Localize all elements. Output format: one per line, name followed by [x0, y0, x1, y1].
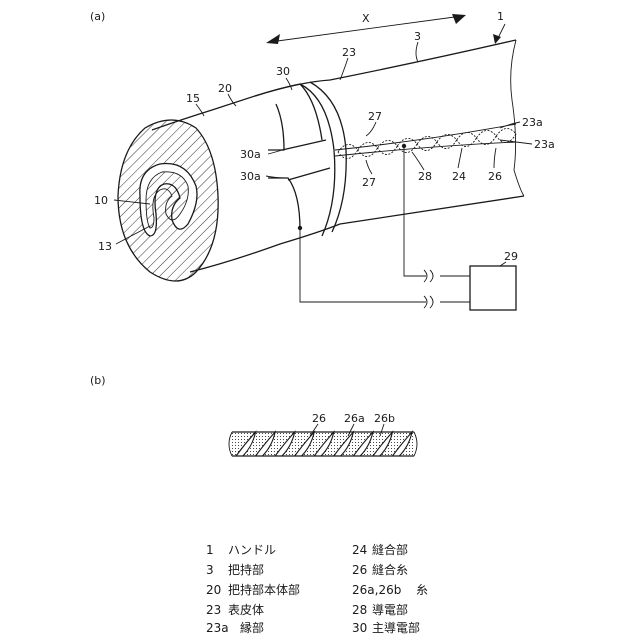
stitch-loop — [476, 130, 496, 144]
legend-num: 20 — [206, 583, 221, 597]
legend-left: 1 ハンドル 3 把持部 20 把持部本体部 23 表皮体 23a 縁部 — [206, 543, 300, 635]
label-10: 10 — [94, 194, 108, 207]
legend-num: 23 — [206, 603, 221, 617]
label-28: 28 — [418, 170, 432, 183]
label-27-bottom: 27 — [362, 176, 376, 189]
legend-right: 24 縫合部 26 縫合糸 26a,26b 糸 28 導電部 30 主導電部 — [352, 542, 428, 635]
label-23: 23 — [342, 46, 356, 59]
twisted-thread — [229, 432, 417, 456]
legend-text: 主導電部 — [372, 620, 420, 635]
legend-num: 3 — [206, 563, 214, 577]
main-conductor-30 — [255, 82, 346, 236]
legend-text: 把持部本体部 — [228, 582, 300, 597]
label-b-26a: 26a — [344, 412, 365, 425]
label-b-26: 26 — [312, 412, 326, 425]
legend-num: 24 — [352, 543, 367, 557]
label-29: 29 — [504, 250, 518, 263]
label-30: 30 — [276, 65, 290, 78]
legend-num: 30 — [352, 621, 367, 635]
legend-num: 26a,26b — [352, 583, 401, 597]
stitch-loop — [378, 140, 398, 154]
label-15: 15 — [186, 92, 200, 105]
legend-num: 1 — [206, 543, 214, 557]
legend-num: 28 — [352, 603, 367, 617]
label-24: 24 — [452, 170, 466, 183]
arrow-1 — [493, 34, 501, 44]
label-23a-bottom: 23a — [534, 138, 555, 151]
panel-b-label: (b) — [90, 374, 106, 387]
label-30a-bottom: 30a — [240, 170, 261, 183]
wiring — [298, 144, 470, 308]
label-3: 3 — [414, 30, 421, 43]
cross-section — [118, 120, 218, 281]
legend-num: 26 — [352, 563, 367, 577]
legend-num: 23a — [206, 621, 229, 635]
stitch-loop — [358, 142, 378, 156]
legend-text: 縁部 — [240, 620, 264, 635]
label-20: 20 — [218, 82, 232, 95]
legend-text: 縫合部 — [372, 542, 408, 557]
label-23a-top: 23a — [522, 116, 543, 129]
label-x: X — [362, 12, 370, 25]
sensor-box-29 — [470, 266, 516, 310]
label-1: 1 — [497, 10, 504, 23]
panel-a-label: (a) — [90, 10, 105, 23]
label-b-26b: 26b — [374, 412, 395, 425]
legend-text: 導電部 — [372, 602, 408, 617]
legend-text: 把持部 — [228, 562, 264, 577]
label-26: 26 — [488, 170, 502, 183]
legend-text: 糸 — [416, 583, 428, 597]
legend-text: ハンドル — [228, 543, 276, 557]
label-27-top: 27 — [368, 110, 382, 123]
legend-text: 縫合糸 — [372, 562, 408, 577]
label-30a-top: 30a — [240, 148, 261, 161]
legend-text: 表皮体 — [228, 603, 264, 617]
stitch-loop — [338, 144, 358, 158]
label-13: 13 — [98, 240, 112, 253]
